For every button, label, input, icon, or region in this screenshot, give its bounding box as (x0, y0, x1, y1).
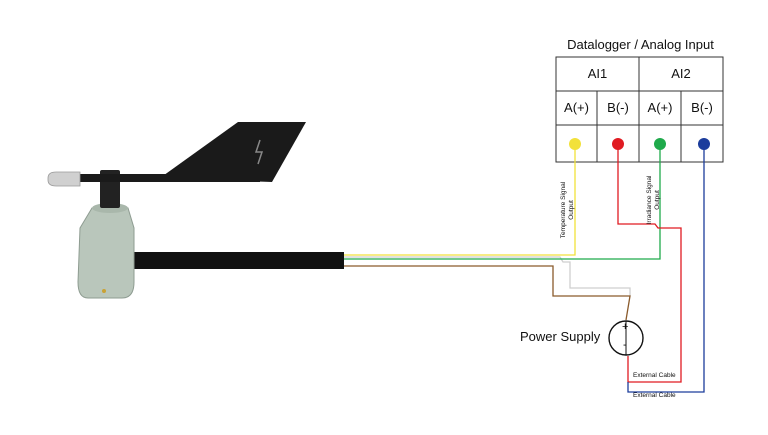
ai1-b-minus-label: B(-) (607, 100, 629, 115)
datalogger-table (555, 56, 724, 163)
irradiance-signal-line2: Output (654, 190, 661, 210)
green-terminal-dot (654, 138, 666, 150)
vane-fin (160, 122, 306, 182)
irradiance-signal-line1: Irradiance Signal (646, 175, 653, 225)
ai2-a-plus-label: A(+) (647, 100, 673, 115)
channel-ai1-label: AI1 (587, 66, 608, 81)
wind-vane-sensor (47, 122, 306, 299)
red-external-cable-label: External Cable (633, 372, 676, 379)
temperature-signal-line1: Temperature Signal (560, 181, 567, 239)
green-wire (344, 144, 661, 260)
datalogger-title: Datalogger / Analog Input (567, 37, 714, 52)
channel-ai2-label: AI2 (671, 66, 691, 81)
red-wire (617, 144, 682, 383)
blue-terminal-dot (698, 138, 710, 150)
yellow-terminal-dot (569, 138, 581, 150)
power-supply-symbol (608, 320, 644, 356)
power-supply-label: Power Supply (520, 329, 601, 344)
wires (344, 144, 705, 393)
ai1-a-plus-label: A(+) (564, 100, 589, 115)
sensor-housing (77, 207, 135, 299)
blue-wire (627, 144, 705, 393)
brown-wire (344, 265, 631, 321)
sensor-cable (130, 252, 344, 269)
lightning-icon (254, 139, 264, 165)
power-minus-sign: - (623, 339, 627, 351)
power-plus-sign: + (622, 321, 629, 333)
red-terminal-dot (612, 138, 624, 150)
blue-external-cable-label: External Cable (633, 392, 676, 399)
temperature-signal-line2: Output (568, 200, 575, 220)
terminal-dots (569, 138, 710, 150)
yellow-wire (344, 144, 576, 256)
ai2-b-minus-label: B(-) (691, 100, 713, 115)
white-wire (344, 256, 631, 296)
